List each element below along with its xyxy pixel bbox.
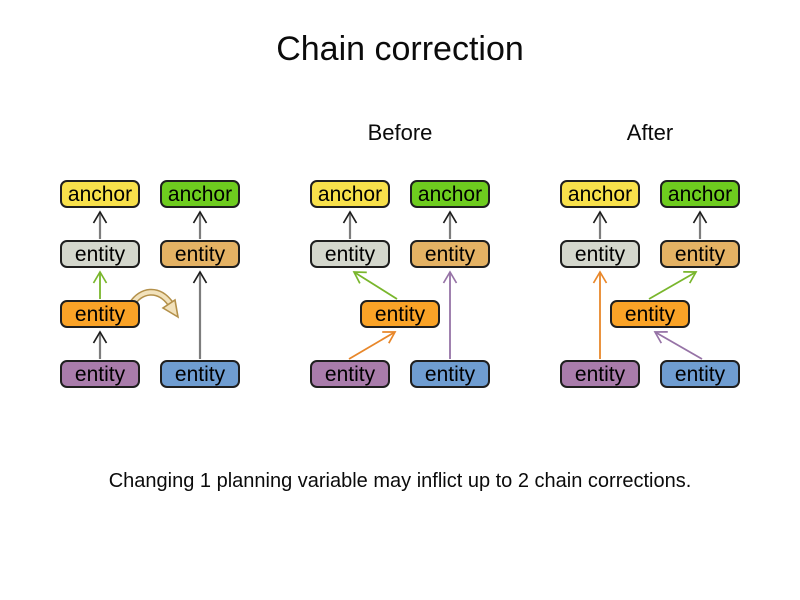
entity-box: entity bbox=[560, 240, 640, 268]
caption-text: Changing 1 planning variable may inflict… bbox=[108, 470, 692, 492]
entity-box: entity bbox=[60, 360, 140, 388]
before-arrow-purple-to-orange bbox=[348, 331, 397, 360]
entity-box: entity bbox=[660, 240, 740, 268]
entity-box: entity bbox=[310, 360, 390, 388]
after-arrow-orange-to-tan bbox=[648, 270, 698, 300]
anchor-box: anchor bbox=[160, 180, 240, 208]
entity-box: entity bbox=[610, 300, 690, 328]
entity-box: entity bbox=[410, 240, 490, 268]
entity-box: entity bbox=[410, 360, 490, 388]
anchor-box: anchor bbox=[410, 180, 490, 208]
page-title: Chain correction bbox=[276, 30, 524, 68]
anchor-box: anchor bbox=[660, 180, 740, 208]
entity-box: entity bbox=[310, 240, 390, 268]
before-arrow-orange-to-gray bbox=[352, 271, 398, 300]
entity-box: entity bbox=[160, 240, 240, 268]
entity-box: entity bbox=[660, 360, 740, 388]
entity-box: entity bbox=[560, 360, 640, 388]
entity-box: entity bbox=[360, 300, 440, 328]
entity-box: entity bbox=[160, 360, 240, 388]
entity-box: entity bbox=[60, 240, 140, 268]
after-arrow-blue-to-orange bbox=[653, 330, 703, 360]
entity-box: entity bbox=[60, 300, 140, 328]
anchor-box: anchor bbox=[560, 180, 640, 208]
before-label: Before bbox=[367, 120, 433, 145]
anchor-box: anchor bbox=[310, 180, 390, 208]
anchor-box: anchor bbox=[60, 180, 140, 208]
after-label: After bbox=[626, 120, 674, 145]
